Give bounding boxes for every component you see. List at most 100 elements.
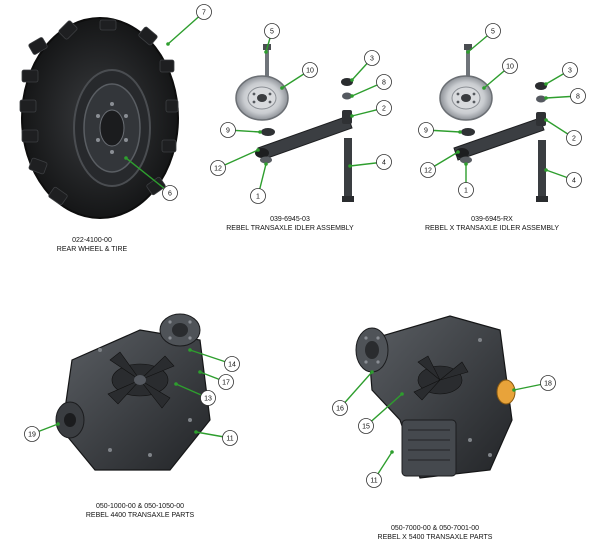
callout-2: 2 (350, 100, 392, 118)
callout-number: 15 (362, 424, 370, 431)
callout-13: 13 (174, 382, 216, 406)
callout-7: 7 (166, 4, 212, 46)
transaxle-4400-illustration (55, 313, 211, 471)
callout-leader-tip (544, 82, 548, 86)
callout-8: 8 (544, 88, 586, 104)
callout-bubble (376, 74, 392, 90)
callout-12: 12 (420, 150, 460, 178)
callout-leader (339, 371, 373, 409)
callout-leader-tip (400, 392, 404, 396)
callout-number: 3 (370, 56, 374, 63)
callout-5: 5 (264, 23, 280, 54)
caption-part-name: REBEL X 5400 TRANSAXLE PARTS (377, 534, 493, 541)
callout-leader-tip (482, 86, 486, 90)
callout-leader-tip (124, 156, 128, 160)
callout-number: 12 (214, 166, 222, 173)
callout-leader-tip (544, 118, 548, 122)
caption-idler-assembly: 039-6945-03 REBEL TRANSAXLE IDLER ASSEMB… (200, 215, 380, 233)
callout-10: 10 (280, 62, 318, 90)
idler-x-assembly-illustration (439, 44, 548, 202)
callout-leader-tip (350, 78, 354, 82)
callout-leader-tip (544, 168, 548, 172)
callout-leader-tip (56, 422, 60, 426)
callout-11: 11 (194, 430, 238, 446)
callout-11: 11 (366, 450, 394, 488)
callout-leader-tip (174, 382, 178, 386)
callout-bubble (418, 122, 434, 138)
callout-leader-tip (188, 348, 192, 352)
callout-number: 16 (336, 406, 344, 413)
callout-leader-tip (280, 86, 284, 90)
callout-leader (365, 393, 403, 427)
callout-number: 5 (491, 29, 495, 36)
callout-leader-tip (350, 114, 354, 118)
callout-number: 12 (424, 168, 432, 175)
callout-number: 10 (306, 68, 314, 75)
callout-bubble (250, 188, 266, 204)
callout-bubble (264, 23, 280, 39)
callout-bubble (220, 122, 236, 138)
callout-number: 9 (226, 128, 230, 135)
callout-bubble (502, 58, 518, 74)
callout-bubble (24, 426, 40, 442)
callout-leader-tip (264, 162, 268, 166)
callout-bubble (376, 100, 392, 116)
callouts-layer: 7651038291214510382912141417131911181615… (24, 4, 586, 488)
callout-bubble (222, 430, 238, 446)
callout-leader-tip (512, 388, 516, 392)
caption-transaxle-5400: 050-7000-00 & 050-7001-00 REBEL X 5400 T… (345, 524, 525, 542)
callout-leader-tip (544, 96, 548, 100)
callout-bubble (562, 62, 578, 78)
callout-bubble (566, 172, 582, 188)
callout-2: 2 (544, 118, 582, 146)
callout-number: 17 (222, 380, 230, 387)
callout-bubble (458, 182, 474, 198)
transaxle-5400-illustration (355, 315, 516, 479)
callout-number: 13 (204, 396, 212, 403)
callout-bubble (364, 50, 380, 66)
callout-bubble (566, 130, 582, 146)
callout-leader-tip (466, 50, 470, 54)
caption-part-number: 039-6945-03 (270, 216, 310, 223)
callout-number: 1 (256, 194, 260, 201)
callout-number: 9 (424, 128, 428, 135)
callout-bubble (210, 160, 226, 176)
callout-3: 3 (350, 50, 380, 82)
callout-19: 19 (24, 422, 60, 442)
callout-number: 19 (28, 432, 36, 439)
callout-number: 4 (382, 160, 386, 167)
callout-number: 18 (544, 381, 552, 388)
callout-leader-tip (456, 150, 460, 154)
callout-4: 4 (348, 154, 392, 170)
caption-rear-wheel: 022-4100-00 REAR WHEEL & TIRE (2, 236, 182, 254)
callout-number: 11 (226, 436, 233, 443)
callout-4: 4 (544, 168, 582, 188)
callout-leader-tip (198, 370, 202, 374)
caption-part-name: REBEL TRANSAXLE IDLER ASSEMBLY (226, 225, 354, 232)
callout-number: 6 (168, 191, 172, 198)
callout-number: 10 (506, 64, 514, 71)
callout-17: 17 (198, 370, 234, 390)
callout-15: 15 (358, 392, 404, 434)
callout-16: 16 (332, 370, 374, 416)
callout-bubble (200, 390, 216, 406)
caption-part-number: 039-6945-RX (471, 216, 513, 223)
callout-number: 2 (572, 136, 576, 143)
callout-leader-tip (350, 94, 354, 98)
callout-leader-tip (256, 148, 260, 152)
callout-bubble (302, 62, 318, 78)
callout-bubble (218, 374, 234, 390)
callout-leader-tip (258, 130, 262, 134)
caption-idler-x-assembly: 039-6945-RX REBEL X TRANSAXLE IDLER ASSE… (402, 215, 582, 233)
callout-leader (167, 11, 205, 45)
caption-part-number: 022-4100-00 (72, 237, 112, 244)
callout-bubble (162, 185, 178, 201)
callout-number: 4 (572, 178, 576, 185)
callout-9: 9 (220, 122, 262, 138)
callout-number: 14 (228, 362, 236, 369)
callout-number: 3 (568, 68, 572, 75)
callout-bubble (224, 356, 240, 372)
caption-part-number: 050-7000-00 & 050-7001-00 (391, 525, 479, 532)
callout-1: 1 (458, 162, 474, 198)
callout-leader-tip (464, 162, 468, 166)
